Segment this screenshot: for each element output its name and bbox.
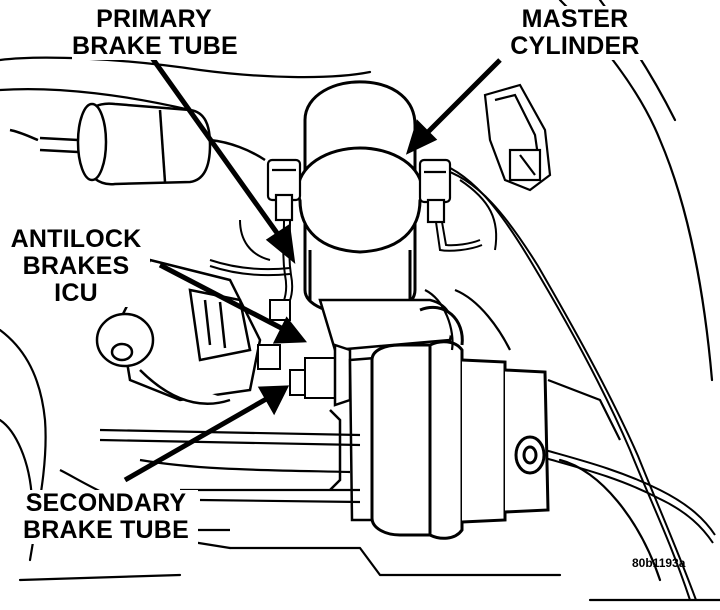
master-cylinder-reservoir	[296, 80, 424, 317]
master-cylinder-line1: MASTER	[521, 5, 629, 33]
cable-lines	[429, 159, 716, 601]
canister	[9, 102, 266, 186]
master-cylinder-line2: CYLINDER	[510, 32, 640, 60]
reservoir-fittings	[266, 158, 452, 224]
leader-arrows	[123, 53, 502, 483]
secondary-brake-tube-line1: SECONDARY	[25, 489, 187, 517]
figure-code: 80b1193a	[632, 556, 686, 570]
icu-fittings	[257, 299, 336, 399]
antilock-line2: BRAKES	[22, 252, 130, 280]
secondary-tube-arrowhead	[257, 385, 290, 416]
brake-booster	[370, 306, 550, 540]
antilock-line3: ICU	[54, 279, 98, 307]
secondary-brake-tube-label: SECONDARY BRAKE TUBE	[14, 490, 198, 544]
icu-leader	[158, 262, 287, 333]
icu-arrowhead	[272, 316, 308, 344]
primary-tube-arrowhead	[265, 223, 296, 264]
abs-icu-unit	[95, 258, 262, 405]
antilock-brakes-icu-label: ANTILOCK BRAKES ICU	[2, 226, 150, 307]
primary-tube-leader	[147, 53, 285, 242]
primary-brake-tube-line1: PRIMARY	[96, 5, 212, 33]
primary-brake-tube-line2: BRAKE TUBE	[72, 32, 238, 60]
secondary-brake-tube-line2: BRAKE TUBE	[23, 516, 189, 544]
electrical-connector	[483, 83, 552, 192]
secondary-tube-leader	[123, 395, 270, 483]
primary-brake-tube-label: PRIMARY BRAKE TUBE	[72, 5, 238, 60]
antilock-line1: ANTILOCK	[10, 225, 142, 253]
master-cylinder-leader	[423, 58, 502, 137]
master-cylinder-label: MASTER CYLINDER	[500, 6, 650, 60]
master-cylinder-arrowhead	[405, 119, 438, 155]
